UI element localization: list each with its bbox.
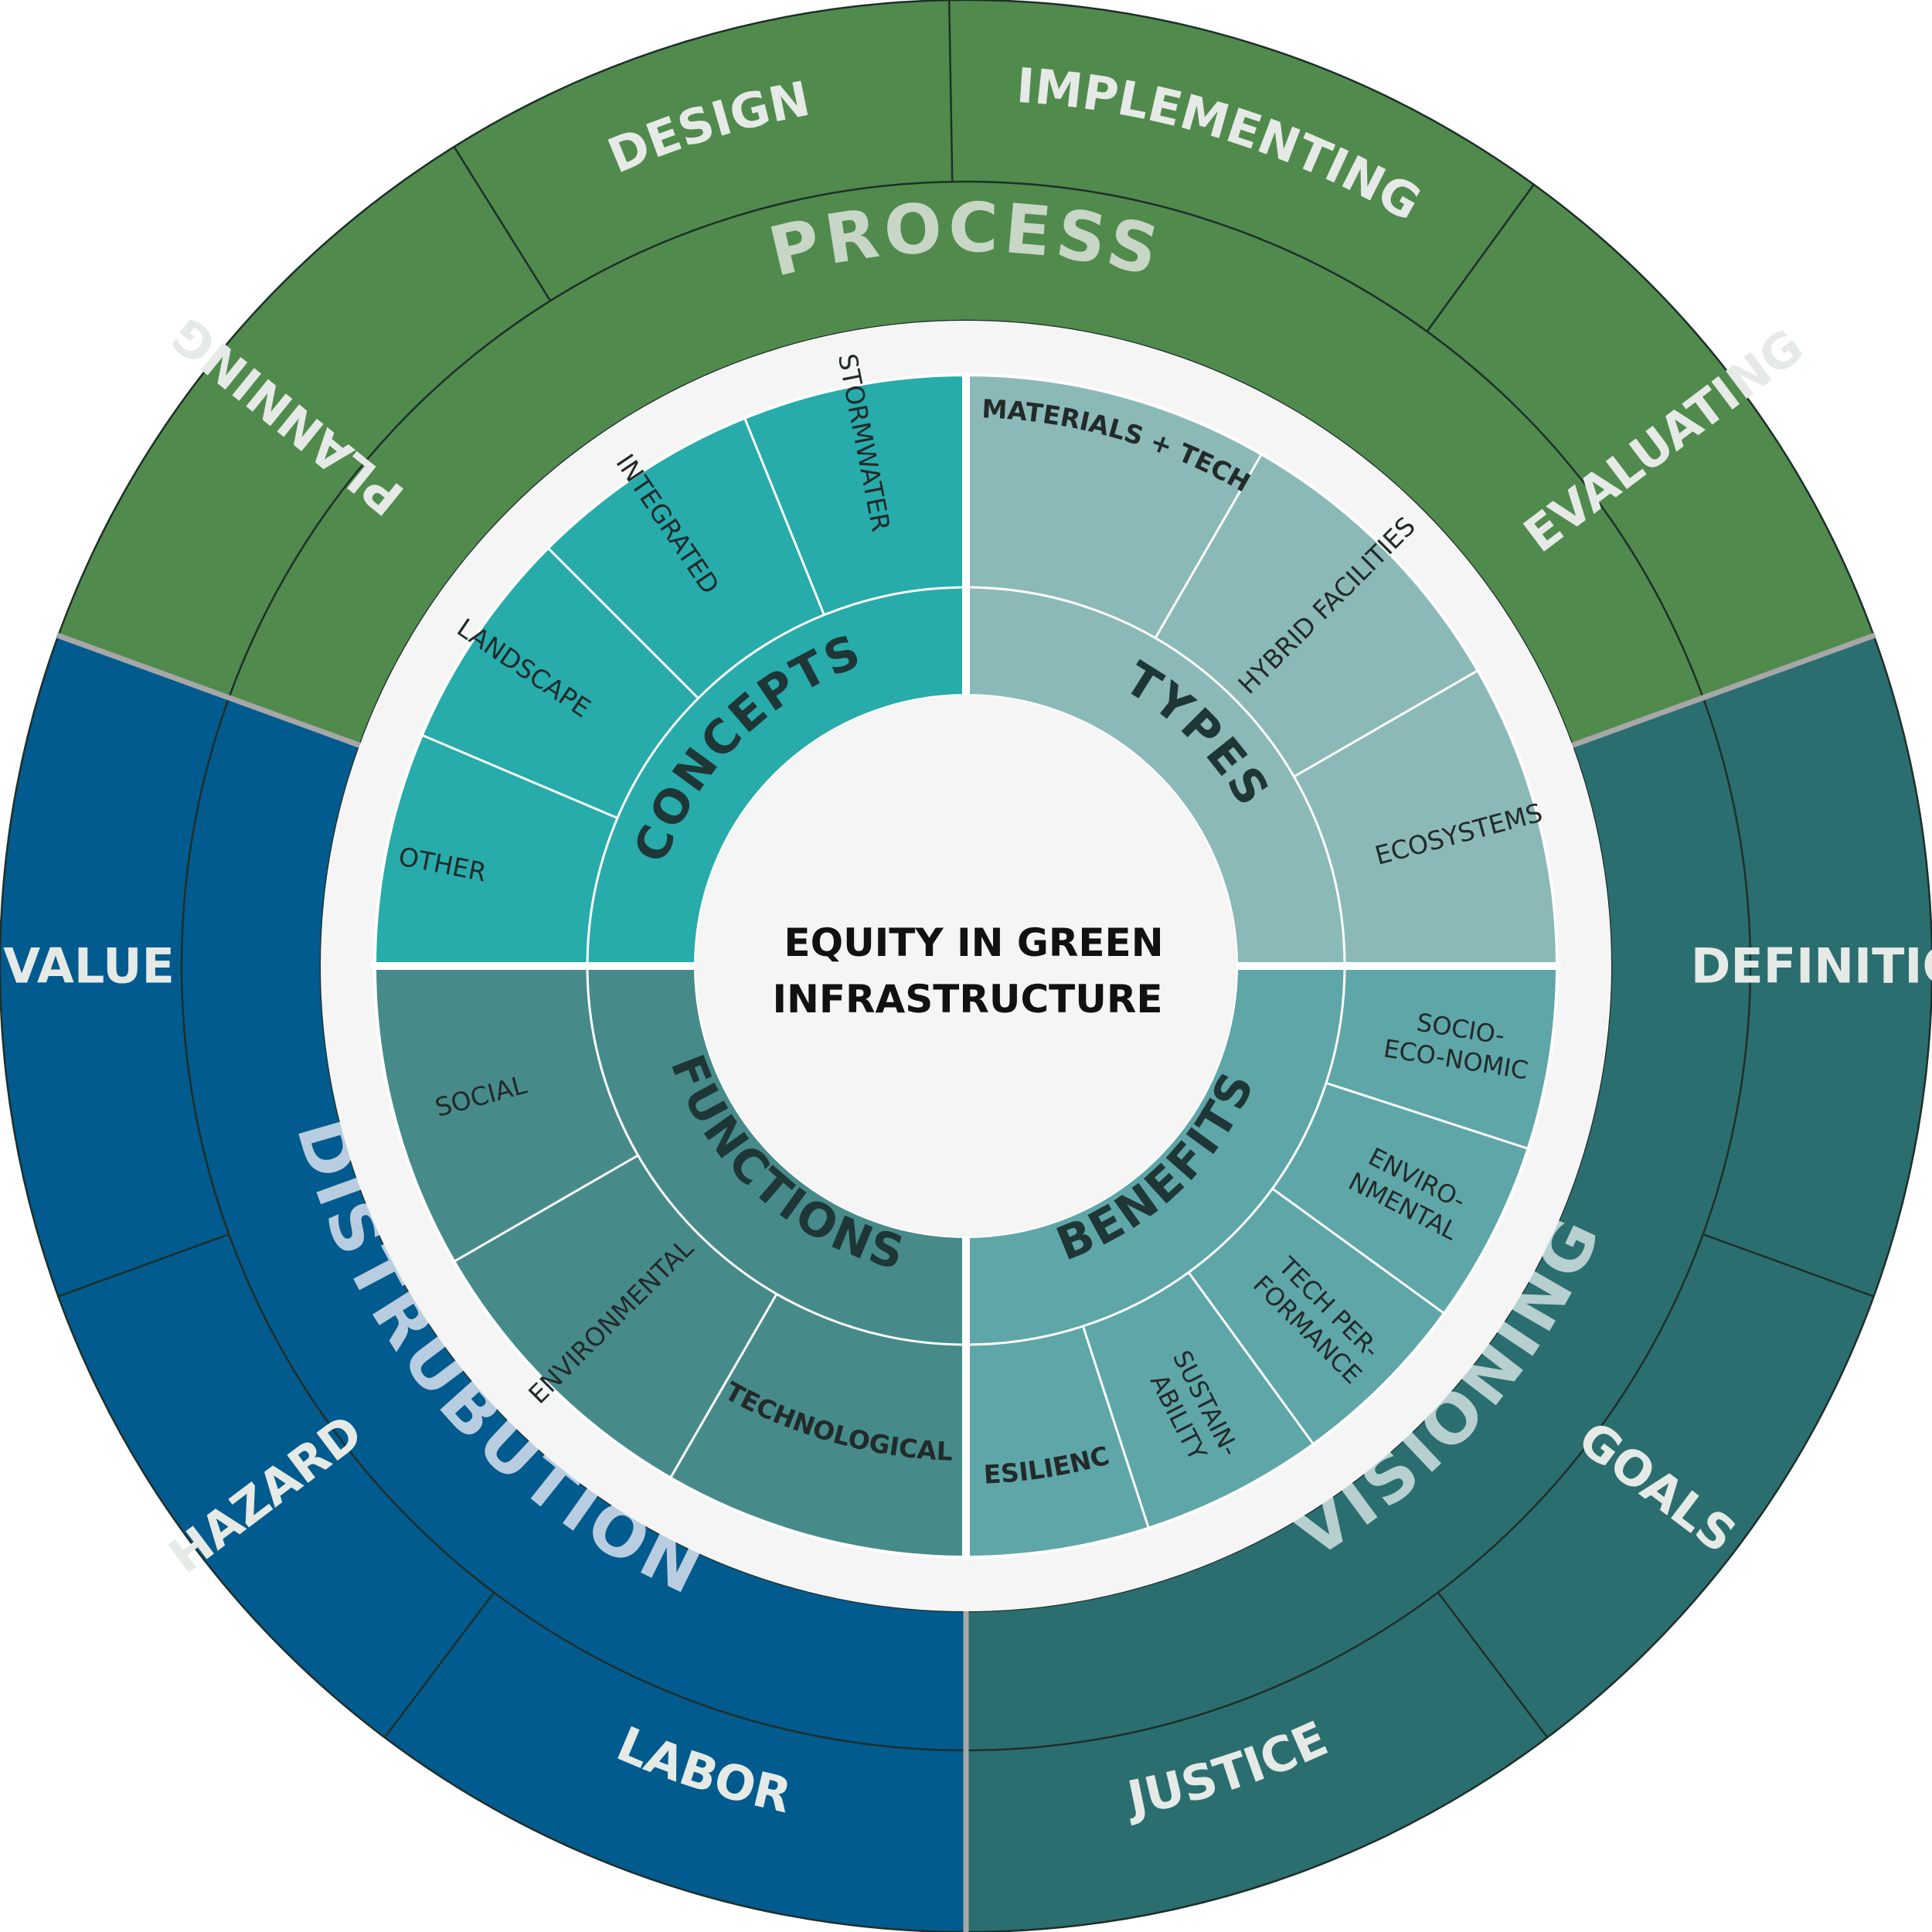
- benefits-item-separator: [1325, 1081, 1529, 1150]
- types-mid-divider: [969, 586, 1346, 963]
- functions-item-separator: [453, 1154, 639, 1263]
- benefits-item-separator: [1081, 1325, 1150, 1529]
- functions-item-separator: [669, 1293, 778, 1479]
- center-title-line-2: INFRASTRUCTURE: [772, 977, 1162, 1022]
- concepts-item-separator: [547, 547, 699, 699]
- distribution-item-separator: [383, 1591, 495, 1739]
- concepts-item-separator: [421, 733, 618, 819]
- distribution-item-value: VALUE: [3, 938, 175, 995]
- concepts-item-separator: [743, 417, 825, 616]
- visioning-item-separator: [1437, 1591, 1549, 1739]
- concepts-mid-divider: [586, 586, 963, 963]
- benefits-item-separator: [1271, 1187, 1445, 1315]
- benefits-mid-divider: [969, 969, 1346, 1346]
- benefits-item-separator: [1187, 1271, 1315, 1445]
- types-item-separator: [1154, 453, 1263, 639]
- process-item-separator: [947, 0, 954, 182]
- distribution-item-separator: [57, 1233, 230, 1298]
- group-divider: [56, 632, 361, 748]
- distribution-band-divider: [180, 697, 967, 1752]
- visioning-band-divider: [965, 697, 1752, 1752]
- center-hub: EQUITY IN GREEN INFRASTRUCTURE: [696, 696, 1236, 1236]
- process-item-separator: [1426, 183, 1535, 332]
- functions-mid-divider: [586, 969, 963, 1346]
- center-circle: [696, 696, 1236, 1236]
- center-title-line-1: EQUITY IN GREEN: [784, 920, 1163, 965]
- visioning-item-definition: DEFINITION: [1691, 938, 1932, 995]
- visioning-item-separator: [1702, 1233, 1875, 1298]
- process-item-separator: [453, 146, 552, 301]
- process-band-divider: [228, 180, 1704, 699]
- types-item-separator: [1293, 669, 1479, 778]
- group-divider: [1571, 632, 1876, 748]
